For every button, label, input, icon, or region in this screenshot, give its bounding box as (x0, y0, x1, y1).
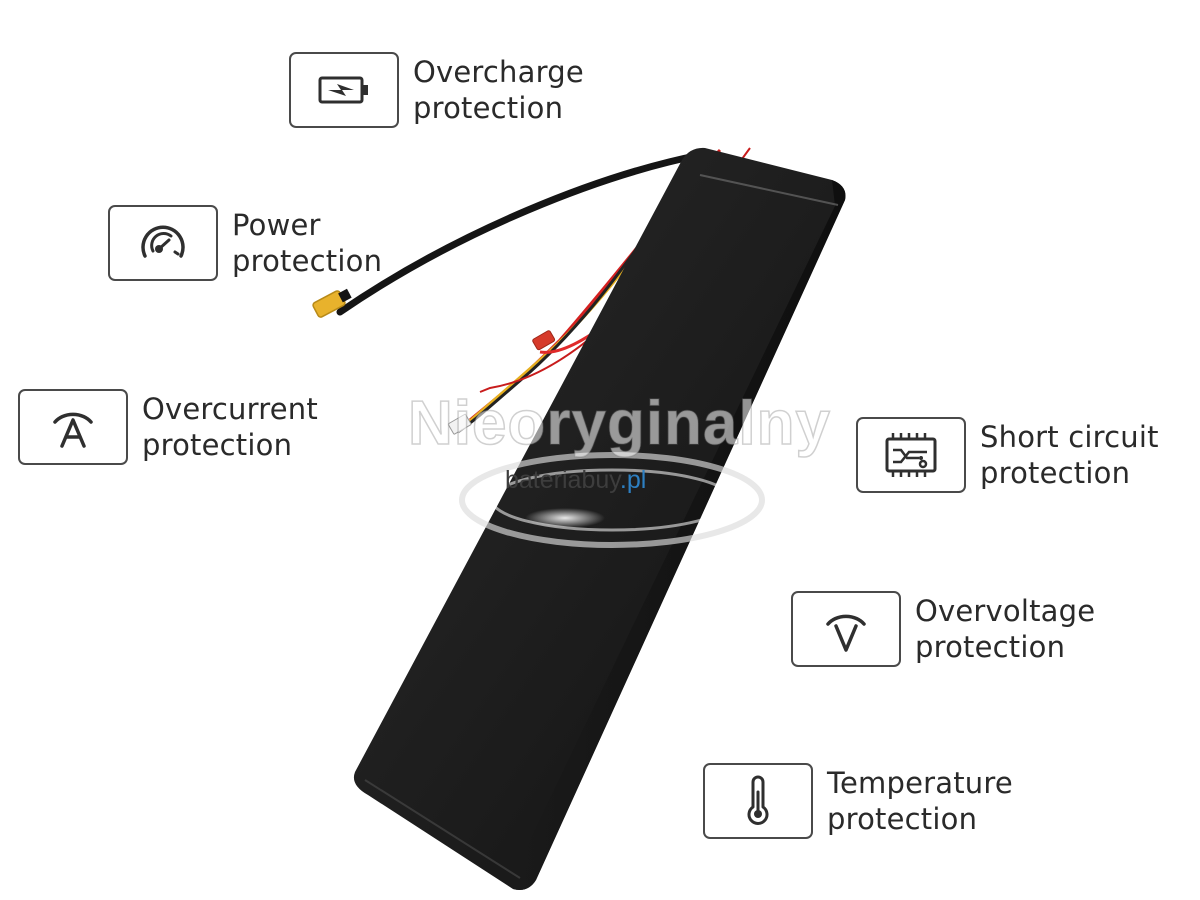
jst-red-connector (532, 330, 556, 351)
feature-overcurrent: Overcurrent protection (18, 389, 318, 465)
feature-label: Temperature protection (827, 765, 1013, 837)
feature-overvoltage: Overvoltage protection (791, 591, 1095, 667)
feature-subtitle: protection (232, 244, 383, 278)
xt-connector (312, 288, 352, 318)
feature-label: Overvoltage protection (915, 593, 1095, 665)
battery-charge-icon (318, 76, 368, 104)
feature-label: Short circuit protection (980, 419, 1159, 491)
feature-label: Overcurrent protection (142, 391, 318, 463)
ampere-icon (53, 412, 93, 448)
battery-pack-side (513, 180, 846, 890)
feature-overcharge: Overcharge protection (289, 52, 584, 128)
feature-label: Power protection (232, 207, 382, 279)
feature-icon-box (856, 417, 966, 493)
battery-edge-highlight (699, 174, 839, 206)
feature-title: Short circuit (980, 420, 1159, 454)
watermark-ring (459, 452, 765, 548)
black-power-wire (336, 151, 704, 316)
feature-short-circuit: Short circuit protection (856, 417, 1159, 493)
voltage-icon (826, 614, 866, 652)
feature-label: Overcharge protection (413, 54, 584, 126)
watermark-ring-inner (490, 468, 734, 532)
gauge-icon (141, 225, 185, 258)
feature-subtitle: protection (980, 456, 1131, 490)
feature-title: Temperature (827, 766, 1013, 800)
feature-icon-box (18, 389, 128, 465)
feature-icon-box (703, 763, 813, 839)
balance-connector (447, 413, 472, 435)
feature-icon-box (289, 52, 399, 128)
feature-subtitle: protection (413, 91, 564, 125)
feature-icon-box (108, 205, 218, 281)
feature-icon-box (791, 591, 901, 667)
feature-title: Overcurrent (142, 392, 318, 426)
feature-title: Overcharge (413, 55, 584, 89)
circuit-board-icon (885, 433, 937, 477)
feature-power: Power protection (108, 205, 382, 281)
battery-edge-highlight-lower (364, 779, 521, 879)
feature-subtitle: protection (915, 630, 1066, 664)
watermark-glow (525, 508, 605, 528)
feature-title: Overvoltage (915, 594, 1096, 628)
thermometer-icon (747, 775, 769, 825)
feature-subtitle: protection (827, 802, 978, 836)
feature-title: Power (232, 208, 321, 242)
feature-subtitle: protection (142, 428, 293, 462)
feature-temperature: Temperature protection (703, 763, 1013, 839)
